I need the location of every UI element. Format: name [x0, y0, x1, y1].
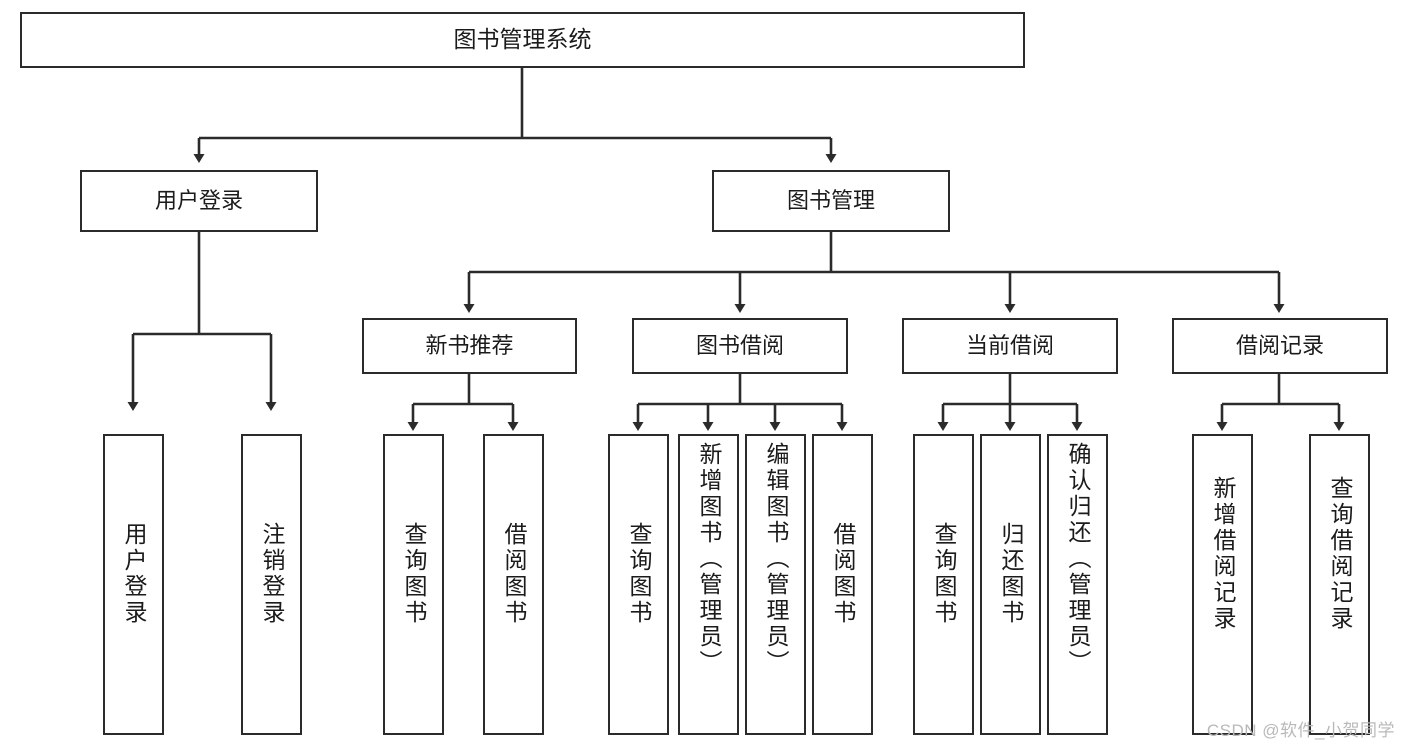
node-label: 图书管理系统: [453, 26, 592, 53]
leaf-borrow-book-newbook[interactable]: 借阅图书: [483, 434, 544, 735]
node-user-login[interactable]: 用户登录: [80, 170, 318, 232]
node-label: 借阅记录: [1235, 333, 1324, 359]
node-label: 新书推荐: [425, 333, 514, 359]
node-new-book-recommend[interactable]: 新书推荐: [362, 318, 577, 374]
node-label: 用户登录: [121, 522, 147, 626]
watermark-text: CSDN @软件_小贺同学: [1206, 721, 1395, 740]
node-current-borrow[interactable]: 当前借阅: [902, 318, 1118, 374]
node-label: 借阅图书: [830, 522, 856, 626]
leaf-return-book[interactable]: 归还图书: [980, 434, 1041, 735]
node-label: 归还图书: [998, 522, 1024, 626]
leaf-add-book-admin[interactable]: 新增图书（管理员）: [678, 434, 739, 735]
node-label: 图书管理: [786, 188, 875, 214]
node-label: 新增借阅记录: [1210, 476, 1236, 632]
node-borrow-record[interactable]: 借阅记录: [1172, 318, 1388, 374]
node-label: 确认归还（管理员）: [1065, 442, 1091, 676]
node-book-management[interactable]: 图书管理: [712, 170, 950, 232]
leaf-borrow-book[interactable]: 借阅图书: [812, 434, 873, 735]
node-label: 查询图书: [931, 522, 957, 626]
leaf-confirm-return-admin[interactable]: 确认归还（管理员）: [1047, 434, 1108, 735]
node-label: 图书借阅: [695, 333, 784, 359]
leaf-add-borrow-record[interactable]: 新增借阅记录: [1192, 434, 1253, 735]
node-label: 新增图书（管理员）: [696, 442, 722, 676]
node-label: 编辑图书（管理员）: [763, 442, 789, 676]
leaf-user-login[interactable]: 用户登录: [103, 434, 164, 735]
node-label: 当前借阅: [965, 333, 1054, 359]
node-label: 借阅图书: [501, 522, 527, 626]
leaf-query-book-borrow[interactable]: 查询图书: [608, 434, 669, 735]
node-root-system[interactable]: 图书管理系统: [20, 12, 1025, 68]
node-label: 用户登录: [154, 188, 243, 214]
node-label: 查询图书: [401, 522, 427, 626]
node-book-borrow[interactable]: 图书借阅: [632, 318, 848, 374]
node-label: 注销登录: [259, 522, 285, 626]
leaf-query-borrow-record[interactable]: 查询借阅记录: [1309, 434, 1370, 735]
node-label: 查询借阅记录: [1327, 476, 1353, 632]
leaf-query-book-current[interactable]: 查询图书: [913, 434, 974, 735]
leaf-query-book-newbook[interactable]: 查询图书: [383, 434, 444, 735]
leaf-edit-book-admin[interactable]: 编辑图书（管理员）: [745, 434, 806, 735]
leaf-logout[interactable]: 注销登录: [241, 434, 302, 735]
node-label: 查询图书: [626, 522, 652, 626]
